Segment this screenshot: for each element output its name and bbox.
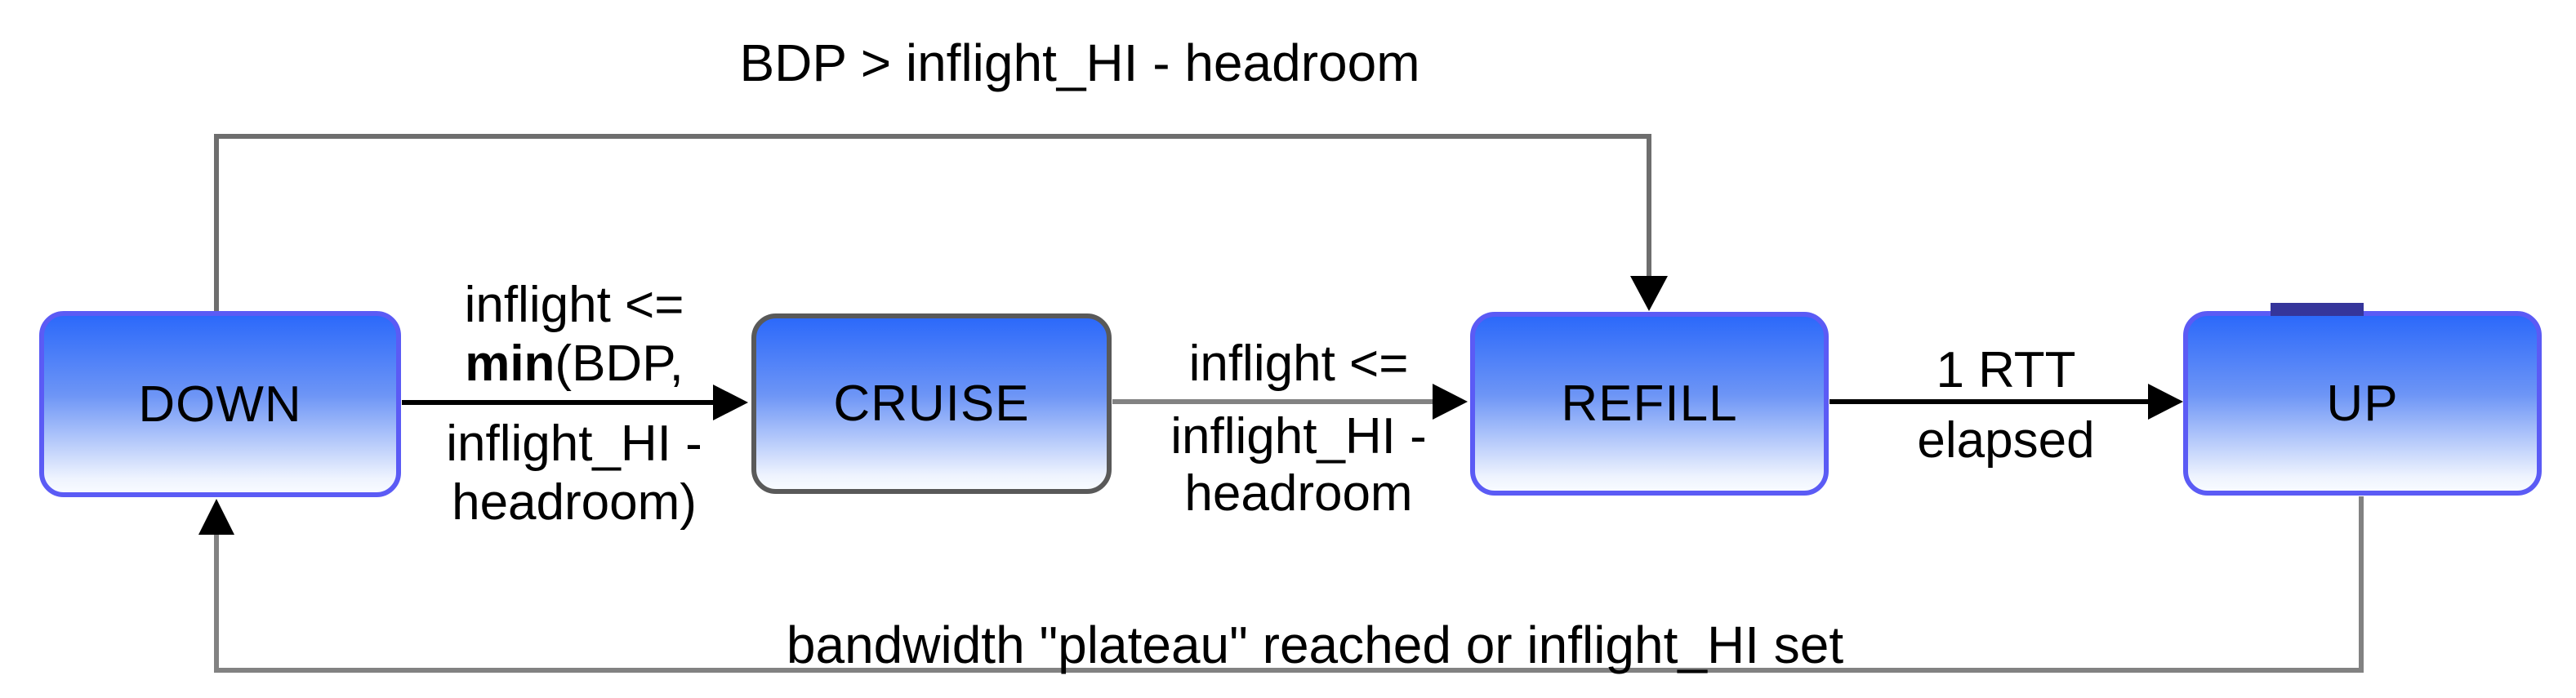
- label-line-bold-part: min: [465, 336, 555, 392]
- transition-label-down-to-refill: BDP > inflight_HI - headroom: [739, 33, 1420, 92]
- state-label-refill: REFILL: [1561, 376, 1738, 432]
- label-line: inflight <=: [464, 277, 684, 333]
- state-label-down: DOWN: [138, 376, 302, 433]
- transition-label-down-to-cruise-below: inflight_HI - headroom): [446, 415, 702, 532]
- transition-label-cruise-to-refill-below: inflight_HI - headroom: [1170, 408, 1427, 522]
- arrow-up-to-down-head: [198, 499, 234, 535]
- transition-label-up-to-down: bandwidth "plateau" reached or inflight_…: [786, 616, 1844, 674]
- state-up: UP: [2183, 311, 2542, 496]
- state-label-cruise: CRUISE: [833, 376, 1030, 432]
- label-line: elapsed: [1917, 412, 2095, 469]
- state-cruise: CRUISE: [751, 313, 1112, 494]
- arrow-up-to-down-line: [214, 496, 2364, 673]
- label-line: inflight <=: [1188, 336, 1409, 392]
- arrow-down-to-refill-line: [214, 134, 1651, 313]
- state-label-up: UP: [2326, 375, 2399, 432]
- up-state-top-notch: [2271, 303, 2364, 316]
- transition-label-refill-to-up-below: elapsed: [1917, 411, 2094, 470]
- label-line: min(BDP,: [465, 335, 684, 393]
- arrow-down-to-cruise-head: [713, 385, 748, 420]
- label-line: headroom): [452, 474, 697, 531]
- label-line: headroom: [1184, 465, 1413, 522]
- arrow-refill-to-up-head: [2148, 384, 2183, 420]
- arrow-cruise-to-refill-head: [1433, 384, 1468, 420]
- label-line: inflight_HI -: [446, 416, 702, 472]
- state-down: DOWN: [39, 311, 401, 497]
- transition-label-cruise-to-refill-above: inflight <=: [1189, 335, 1409, 393]
- label-line-rest-part: (BDP,: [555, 336, 684, 392]
- transition-label-down-to-cruise-above: inflight <= min(BDP,: [465, 276, 684, 393]
- label-line: inflight_HI -: [1170, 408, 1427, 465]
- arrow-down-to-refill-head: [1630, 276, 1668, 311]
- state-refill: REFILL: [1470, 312, 1829, 496]
- label-line: 1 RTT: [1936, 342, 2076, 398]
- transition-label-refill-to-up-above: 1 RTT: [1936, 341, 2075, 400]
